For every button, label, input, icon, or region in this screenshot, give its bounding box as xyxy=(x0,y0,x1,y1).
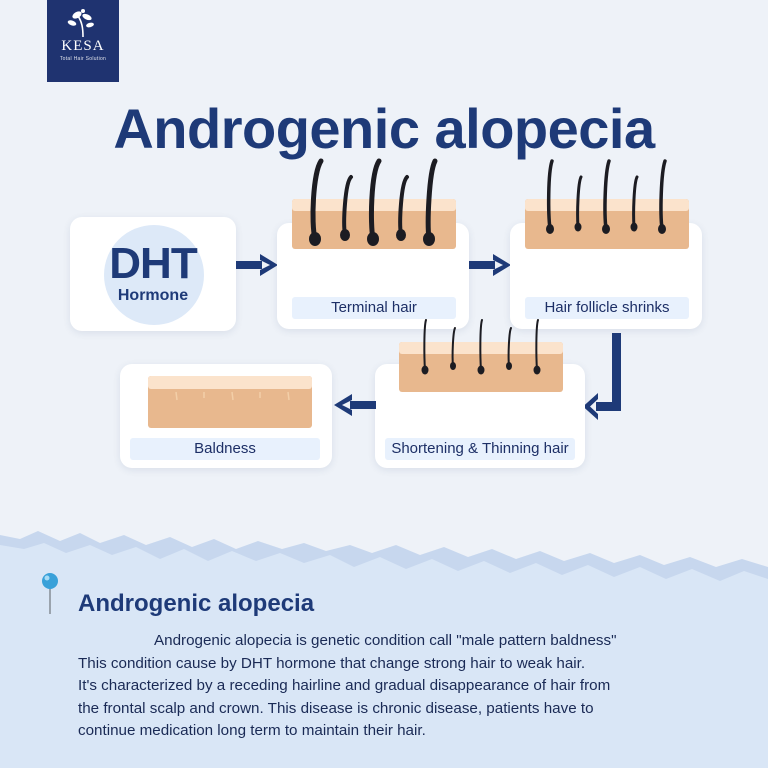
arrow-left-icon xyxy=(334,394,376,416)
info-line: the frontal scalp and crown. This diseas… xyxy=(78,699,594,717)
dht-title: DHT xyxy=(109,239,197,288)
page-title: Androgenic alopecia xyxy=(113,97,655,160)
stage-card-thinning: Shortening & Thinning hair xyxy=(375,319,585,468)
info-line: Androgenic alopecia is genetic condition… xyxy=(154,632,617,649)
arrow-right-icon xyxy=(469,254,511,276)
dht-subtitle: Hormone xyxy=(117,287,189,304)
dht-circle xyxy=(104,225,204,325)
leaf-icon xyxy=(67,9,94,38)
stage-label: Hair follicle shrinks xyxy=(525,297,689,319)
info-body: Androgenic alopecia is genetic condition… xyxy=(78,630,718,743)
stage-label: Shortening & Thinning hair xyxy=(385,438,575,460)
brand-tagline: Total Hair Solution xyxy=(59,56,107,62)
info-line: It's characterized by a receding hairlin… xyxy=(78,677,611,694)
torn-paper-background xyxy=(0,531,768,768)
pushpin-icon xyxy=(42,573,58,614)
info-line: This condition cause by DHT hormone that… xyxy=(78,654,586,672)
info-title: Androgenic alopecia xyxy=(78,590,315,617)
brand-logo: KESA Total Hair Solution xyxy=(47,0,119,82)
arrow-right-icon xyxy=(236,254,278,276)
stage-label: Baldness xyxy=(130,438,320,460)
follicle-shrinks-illustration xyxy=(525,159,689,249)
stage-card-baldness: Baldness xyxy=(120,364,332,468)
baldness-illustration xyxy=(148,376,312,428)
brand-name: KESA xyxy=(61,38,105,54)
stage-card-terminal: Terminal hair xyxy=(277,158,469,329)
arrow-elbow-icon xyxy=(583,333,621,420)
thinning-hair-illustration xyxy=(399,319,563,392)
stage-card-shrinks: Hair follicle shrinks xyxy=(510,159,702,329)
info-line: continue medication long term to maintai… xyxy=(78,722,426,739)
stage-label: Terminal hair xyxy=(292,297,456,319)
dht-card: DHT Hormone xyxy=(70,217,236,331)
terminal-hair-illustration xyxy=(292,158,456,249)
